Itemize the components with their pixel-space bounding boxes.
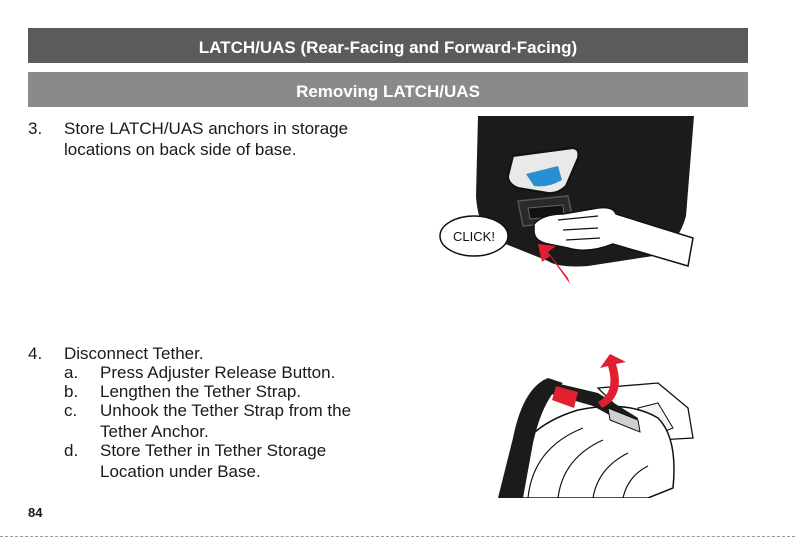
- step-number: 3.: [28, 119, 43, 138]
- substep-letter: d.: [64, 441, 79, 460]
- callout-text: CLICK!: [453, 229, 495, 244]
- step-text: Disconnect Tether.: [64, 344, 204, 363]
- step-4: 4. Disconnect Tether. a. Press Adjuster …: [0, 343, 400, 483]
- lift-arrow-icon: [598, 354, 626, 408]
- substep-letter: a.: [64, 363, 79, 382]
- step-text: Store LATCH/UAS anchors in storage locat…: [64, 119, 349, 159]
- page-bottom-rule: [0, 536, 795, 537]
- push-arrow-icon: [538, 244, 570, 284]
- substep-text: Press Adjuster Release Button.: [100, 363, 336, 382]
- substep-text: Store Tether in Tether Storage Location …: [100, 441, 327, 481]
- section-title: LATCH/UAS (Rear-Facing and Forward-Facin…: [28, 28, 748, 63]
- tether-illustration: [498, 354, 694, 498]
- step-3: 3. Store LATCH/UAS anchors in storage lo…: [0, 118, 400, 188]
- substep-text: Lengthen the Tether Strap.: [100, 382, 302, 401]
- substep-letter: b.: [64, 382, 79, 401]
- step-number: 4.: [28, 344, 43, 363]
- section-subtitle: Removing LATCH/UAS: [28, 72, 748, 107]
- callout-bubble: [439, 215, 509, 257]
- substep-letter: c.: [64, 401, 78, 420]
- anchor-storage-illustration: CLICK!: [439, 116, 694, 284]
- page-number: 84: [28, 505, 43, 520]
- substep-text: Unhook the Tether Strap from the Tether …: [100, 401, 352, 441]
